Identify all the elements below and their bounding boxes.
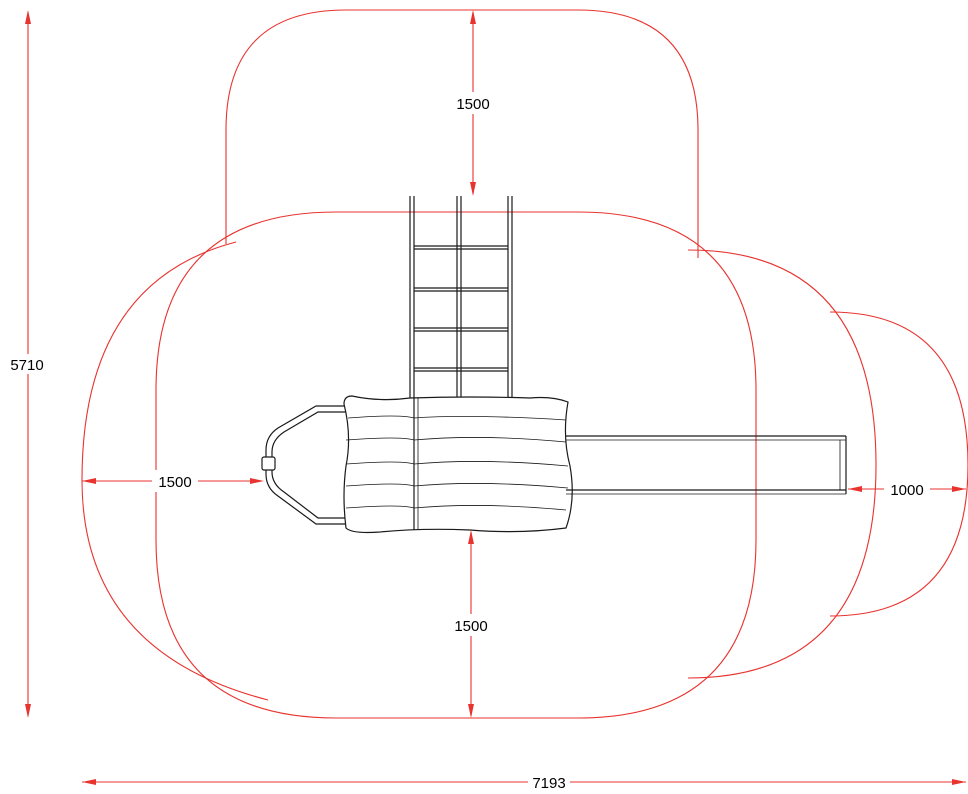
left-clearance-dimension: 1500 — [82, 470, 264, 492]
safety-zone-left — [81, 241, 269, 701]
overall-width-label: 7193 — [532, 775, 565, 792]
dimension-lines: 5710 7193 1500 1500 — [4, 10, 966, 792]
right-clearance-label: 1000 — [890, 482, 923, 499]
safety-zone-outlines — [81, 9, 968, 719]
entry-handrail — [261, 405, 346, 525]
play-equipment — [261, 196, 847, 534]
climbing-ladder — [409, 196, 513, 398]
safety-zone-top — [225, 9, 699, 258]
overall-height-dimension: 5710 — [4, 10, 50, 718]
safety-zone-slide-exit — [829, 311, 968, 617]
safety-zone-main — [155, 211, 757, 719]
slide — [566, 435, 847, 495]
bottom-clearance-dimension: 1500 — [448, 530, 494, 718]
left-clearance-label: 1500 — [158, 474, 191, 491]
handrail-clamp — [261, 456, 276, 471]
overall-height-label: 5710 — [10, 357, 43, 374]
right-clearance-dimension: 1000 — [848, 478, 966, 500]
bottom-clearance-label: 1500 — [454, 618, 487, 635]
overall-width-dimension: 7193 — [82, 772, 966, 792]
top-clearance-dimension: 1500 — [450, 10, 496, 196]
safety-zone-right — [687, 249, 877, 679]
top-clearance-label: 1500 — [456, 96, 489, 113]
platform-deck — [343, 395, 573, 534]
